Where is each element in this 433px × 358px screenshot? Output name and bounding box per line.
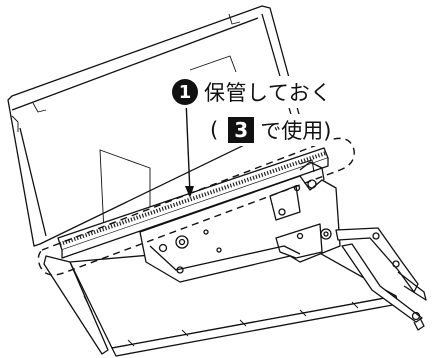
mechanism-bracket [139, 159, 341, 283]
support-arm [335, 227, 427, 331]
leader-arrow [185, 99, 194, 198]
reference-number-badge: 3 [228, 117, 255, 143]
usage-note: ( 3 で使用) [208, 114, 334, 146]
open-paren: ( [210, 118, 219, 142]
highlight-dashed-outline [37, 137, 355, 276]
toothed-rail [57, 147, 329, 259]
step-callout: 1 保管しておく [170, 76, 336, 108]
callout-text: 保管しておく [204, 81, 332, 105]
step-number-badge: 1 [172, 79, 198, 105]
usage-note-text: で使用) [260, 119, 332, 143]
